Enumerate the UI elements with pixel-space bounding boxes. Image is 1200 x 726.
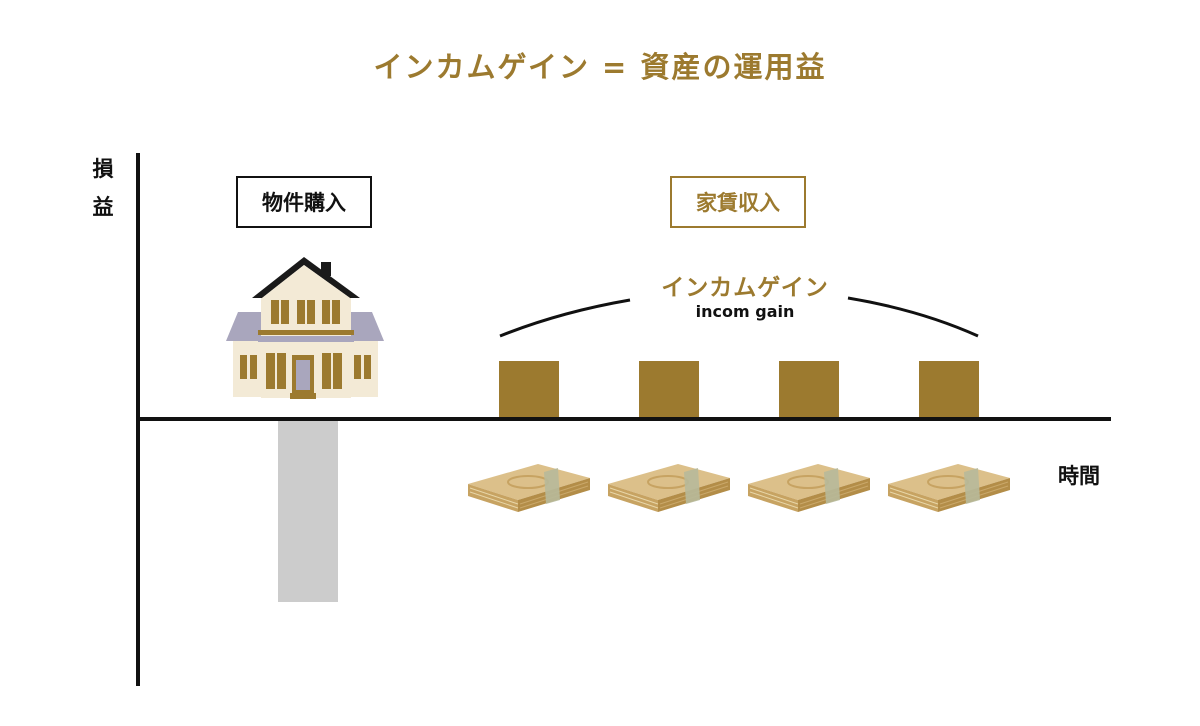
income-gain-label: インカムゲイン <box>661 275 829 301</box>
rent-income-bar <box>639 361 699 417</box>
income-gain-sublabel: incom gain <box>695 302 795 321</box>
y-axis-label-char: 益 <box>92 195 114 219</box>
x-axis <box>136 417 1111 421</box>
rent-income-bar <box>919 361 979 417</box>
rent-income-bar <box>499 361 559 417</box>
money-bundle-icon <box>467 463 591 513</box>
money-bundle-icon <box>747 463 871 513</box>
rent-income-bar <box>779 361 839 417</box>
page-title: インカムゲイン = 資産の運用益 <box>373 50 827 84</box>
x-axis-label: 時間 <box>1058 464 1100 488</box>
purchase-cost-bar <box>278 421 338 602</box>
rent-label-box: 家賃収入 <box>670 176 806 228</box>
purchase-label-box: 物件購入 <box>236 176 372 228</box>
money-bundle-icon <box>607 463 731 513</box>
y-axis-label-char: 損 <box>92 157 114 181</box>
money-bundle-icon <box>887 463 1011 513</box>
y-axis-label: 損 益 <box>88 150 118 226</box>
